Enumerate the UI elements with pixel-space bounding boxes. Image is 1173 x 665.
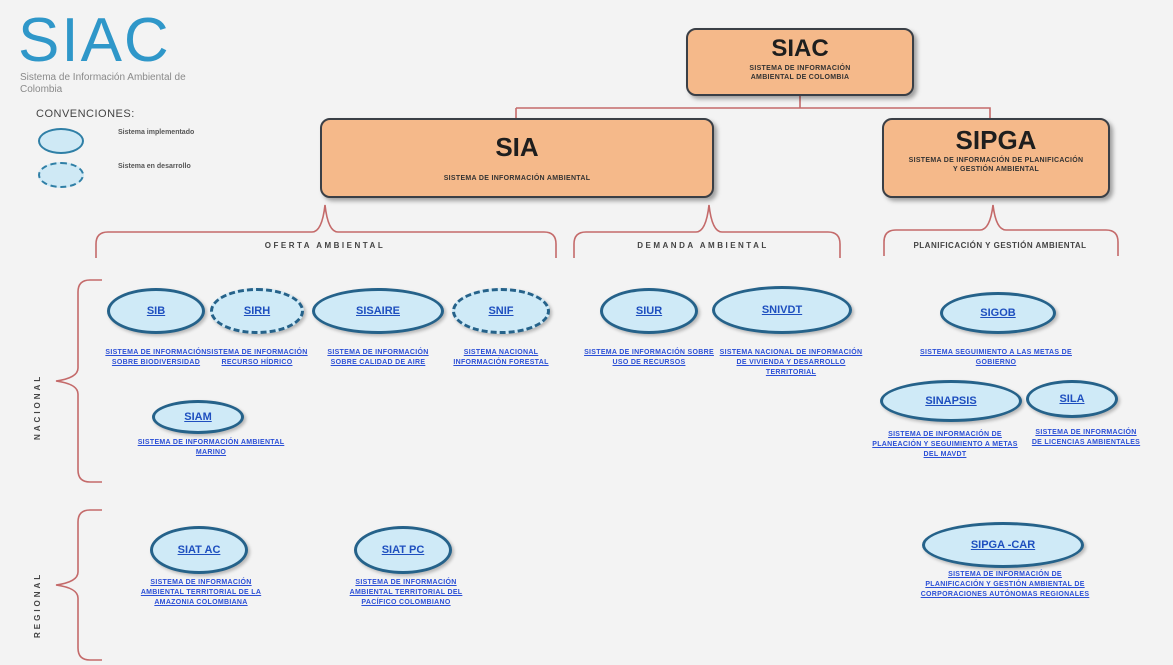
node-siatpc-label: SIAT PC [381,544,425,556]
oferta-ambiental-label: OFERTA AMBIENTAL [264,241,386,250]
desc-sisaire[interactable]: SISTEMA DE INFORMACIÓN SOBRE CALIDAD DE … [327,349,429,366]
node-sinapsis[interactable]: SINAPSIS [880,380,1022,422]
node-siur-label: SIUR [635,305,663,317]
siac-box-title: SIAC [771,35,829,62]
desc-sila[interactable]: SISTEMA DE INFORMACIÓN DE LICENCIAS AMBI… [1031,429,1141,446]
sia-box-subtitle: SISTEMA DE INFORMACIÓN AMBIENTAL [443,175,591,182]
node-sigob[interactable]: SIGOB [940,292,1056,334]
desc-sib[interactable]: SISTEMA DE INFORMACIÓN SOBRE BIODIVERSID… [105,349,207,366]
node-sila-label: SILA [1059,393,1085,405]
node-sigob-label: SIGOB [980,307,1016,319]
node-sirh[interactable]: SIRH [210,288,304,334]
node-siatac[interactable]: SIAT AC [150,526,248,574]
node-snif-label: SNIF [488,305,514,317]
legend-development-label: Sistema en desarrollo [118,163,191,170]
node-siur[interactable]: SIUR [600,288,698,334]
node-sinapsis-label: SINAPSIS [925,395,977,407]
desc-sipgacar[interactable]: SISTEMA DE INFORMACIÓN DE PLANIFICACIÓN … [920,571,1090,598]
node-sib[interactable]: SIB [107,288,205,334]
sipga-box: SIPGA SISTEMA DE INFORMACIÓN DE PLANIFIC… [882,118,1110,198]
node-sipgacar[interactable]: SIPGA -CAR [922,522,1084,568]
node-sisaire[interactable]: SISAIRE [312,288,444,334]
node-siam-label: SIAM [184,411,212,423]
desc-snivdt[interactable]: SISTEMA NACIONAL DE INFORMACIÓN DE VIVIE… [719,349,863,376]
node-sisaire-label: SISAIRE [355,305,400,317]
siac-logo: SIAC [18,6,171,75]
desc-siatpc[interactable]: SISTEMA DE INFORMACIÓN AMBIENTAL TERRITO… [349,579,463,606]
legend-implemented-label: Sistema implementado [118,129,195,136]
sipga-box-subtitle: SISTEMA DE INFORMACIÓN DE PLANIFICACIÓN … [908,157,1084,173]
planificacion-label: PLANIFICACIÓN Y GESTIÓN AMBIENTAL [913,241,1087,250]
desc-sigob[interactable]: SISTEMA SEGUIMIENTO A LAS METAS DE GOBIE… [920,349,1072,366]
logo-subtitle: Sistema de Información Ambiental de Colo… [20,72,186,95]
desc-sinapsis[interactable]: SISTEMA DE INFORMACIÓN DE PLANEACIÓN Y S… [872,431,1018,458]
node-sila[interactable]: SILA [1026,380,1118,418]
legend-dashed-ellipse [38,162,84,188]
node-sipgacar-label: SIPGA -CAR [970,539,1036,551]
regional-label: REGIONAL [33,571,42,638]
desc-siam[interactable]: SISTEMA DE INFORMACIÓN AMBIENTAL MARINO [137,439,285,456]
legend-solid-ellipse [38,128,84,154]
conventions-title: CONVENCIONES: [36,108,135,120]
node-snif[interactable]: SNIF [452,288,550,334]
siac-box: SIAC SISTEMA DE INFORMACIÓN AMBIENTAL DE… [686,28,914,96]
desc-siur[interactable]: SISTEMA DE INFORMACIÓN SOBRE USO DE RECU… [584,349,714,366]
node-snivdt-label: SNIVDT [761,304,803,316]
desc-snif[interactable]: SISTEMA NACIONAL INFORMACIÓN FORESTAL [453,349,549,366]
desc-siatac[interactable]: SISTEMA DE INFORMACIÓN AMBIENTAL TERRITO… [140,579,262,606]
node-sib-label: SIB [146,305,166,317]
node-siam[interactable]: SIAM [152,400,244,434]
siac-box-subtitle: SISTEMA DE INFORMACIÓN AMBIENTAL DE COLO… [749,65,851,81]
sia-box-title: SIA [495,132,539,162]
node-siatac-label: SIAT AC [177,544,221,556]
demanda-ambiental-label: DEMANDA AMBIENTAL [637,241,769,250]
desc-sirh[interactable]: SISTEMA DE INFORMACIÓN RECURSO HÍDRICO [206,349,308,366]
sipga-box-title: SIPGA [955,125,1037,155]
node-sirh-label: SIRH [243,305,271,317]
node-siatpc[interactable]: SIAT PC [354,526,452,574]
node-snivdt[interactable]: SNIVDT [712,286,852,334]
sia-box: SIA SISTEMA DE INFORMACIÓN AMBIENTAL [320,118,714,198]
nacional-label: NACIONAL [33,373,42,440]
